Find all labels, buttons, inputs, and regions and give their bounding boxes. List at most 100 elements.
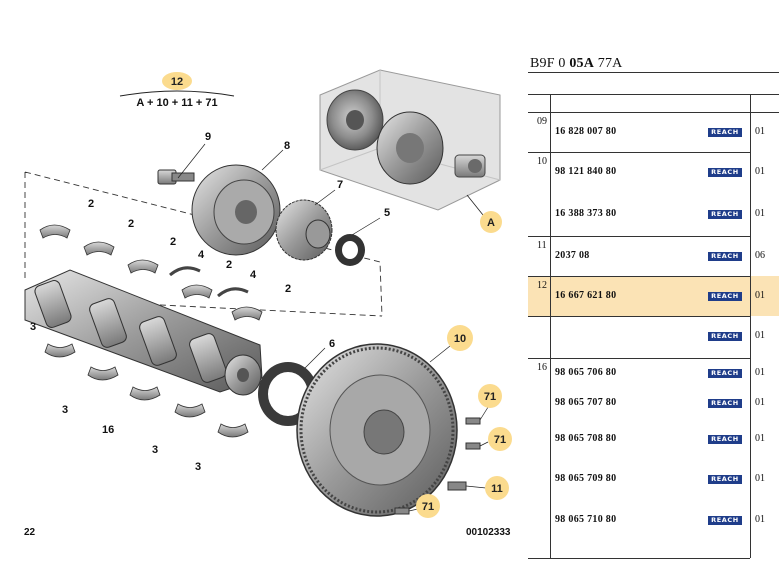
- callout-71: 71: [484, 391, 496, 403]
- group-number: 10: [537, 156, 547, 167]
- front-oil-seal: [335, 234, 365, 266]
- part-number: 98 065 710 80: [555, 514, 617, 525]
- callout-2: 2: [128, 218, 134, 230]
- quantity: 01: [755, 397, 765, 408]
- table-rule: [528, 112, 779, 113]
- table-rule: [750, 94, 751, 558]
- quantity: 06: [755, 250, 765, 261]
- page-number: 22: [24, 527, 36, 538]
- callout-8: 8: [284, 140, 290, 152]
- callout-3: 3: [30, 321, 36, 333]
- reach-badge-icon: REACH: [708, 168, 742, 177]
- table-rule: [528, 152, 750, 153]
- quantity: 01: [755, 367, 765, 378]
- main-bearing-shells-lower: [44, 343, 249, 438]
- reach-badge-icon: REACH: [708, 516, 742, 525]
- part-number: 98 065 706 80: [555, 367, 617, 378]
- parts-row[interactable]: REACH 01: [528, 316, 779, 356]
- quantity: 01: [755, 514, 765, 525]
- parts-row[interactable]: 98 065 708 80 REACH 01: [528, 418, 779, 460]
- callout-16: 16: [102, 424, 114, 436]
- part-number: 98 065 707 80: [555, 397, 617, 408]
- quantity: 01: [755, 126, 765, 137]
- reach-badge-icon: REACH: [708, 210, 742, 219]
- dual-mass-flywheel: [296, 343, 458, 517]
- reach-badge-icon: REACH: [708, 252, 742, 261]
- quantity: 01: [755, 208, 765, 219]
- figure-code: 00102333: [466, 527, 511, 538]
- crankshaft: [24, 269, 263, 396]
- part-number: 2037 08: [555, 250, 590, 261]
- reference-code: B9F 0 05A 77A: [530, 56, 623, 71]
- group-number: 09: [537, 116, 547, 127]
- damper-pulley: [191, 164, 281, 256]
- parts-row[interactable]: 16 98 065 706 80 REACH 01: [528, 358, 779, 388]
- thrust-washers: [169, 266, 249, 298]
- callout-71: 71: [494, 434, 506, 446]
- part-number: 16 667 621 80: [555, 290, 617, 301]
- callout-2: 2: [170, 236, 176, 248]
- timing-sprocket: [275, 199, 333, 261]
- reach-badge-icon: REACH: [708, 399, 742, 408]
- parts-table: B9F 0 05A 77A 09 16 828 007 80 REACH 01 10 98…: [528, 50, 779, 562]
- callout-3: 3: [152, 444, 158, 456]
- part-number: 98 065 709 80: [555, 473, 617, 484]
- formula-text: A + 10 + 11 + 71: [136, 97, 217, 109]
- crankshaft-bolt: [157, 169, 195, 185]
- group-number: 11: [537, 240, 547, 251]
- part-number: 16 828 007 80: [555, 126, 617, 137]
- quantity: 01: [755, 166, 765, 177]
- quantity: 01: [755, 473, 765, 484]
- quantity: 01: [755, 290, 765, 301]
- reach-badge-icon: REACH: [708, 292, 742, 301]
- table-rule: [528, 358, 750, 359]
- parts-row[interactable]: 98 065 707 80 REACH 01: [528, 388, 779, 418]
- callout-6: 6: [329, 338, 335, 350]
- parts-row[interactable]: 12 16 667 621 80 REACH 01: [528, 276, 779, 316]
- callout-4: 4: [250, 269, 257, 281]
- callout-10: 10: [454, 333, 466, 345]
- table-rule: [528, 558, 750, 559]
- parts-row[interactable]: 98 065 710 80 REACH 01: [528, 498, 779, 542]
- callout-4: 4: [198, 249, 205, 261]
- table-rule: [550, 94, 551, 558]
- callout-11: 11: [491, 483, 503, 495]
- callout-2: 2: [285, 283, 291, 295]
- kit-formula: 12 A + 10 + 11 + 71: [119, 72, 235, 109]
- callout-5: 5: [384, 207, 390, 219]
- group-number: 12: [537, 280, 547, 291]
- reach-badge-icon: REACH: [708, 332, 742, 341]
- parts-row[interactable]: 16 388 373 80 REACH 01: [528, 192, 779, 236]
- callout-2: 2: [226, 259, 232, 271]
- table-rule: [528, 94, 779, 95]
- callout-7: 7: [337, 179, 343, 191]
- callout-3: 3: [195, 461, 201, 473]
- table-rule: [528, 236, 750, 237]
- callout-2: 2: [88, 198, 94, 210]
- table-rule: [528, 276, 750, 277]
- callout-71: 71: [422, 501, 434, 513]
- parts-row[interactable]: 09 16 828 007 80 REACH 01: [528, 112, 779, 152]
- parts-row[interactable]: 11 2037 08 REACH 06: [528, 236, 779, 276]
- part-number: 98 065 708 80: [555, 433, 617, 444]
- parts-row[interactable]: 10 98 121 840 80 REACH 01: [528, 152, 779, 192]
- table-rule: [528, 316, 750, 317]
- exploded-parts-diagram: 12 A + 10 + 11 + 71 A: [24, 69, 512, 518]
- part-number: 98 121 840 80: [555, 166, 617, 177]
- group-number: 16: [537, 362, 547, 373]
- reach-badge-icon: REACH: [708, 369, 742, 378]
- parts-row[interactable]: 98 065 709 80 REACH 01: [528, 460, 779, 498]
- reach-badge-icon: REACH: [708, 475, 742, 484]
- callout-A: A: [487, 217, 495, 229]
- reach-badge-icon: REACH: [708, 435, 742, 444]
- clutch-kit-inset: A: [319, 69, 502, 233]
- quantity: 01: [755, 330, 765, 341]
- quantity: 01: [755, 433, 765, 444]
- main-bearing-shells-upper: [39, 224, 263, 321]
- callout-9: 9: [205, 131, 211, 143]
- reach-badge-icon: REACH: [708, 128, 742, 137]
- callout-3: 3: [62, 404, 68, 416]
- formula-number: 12: [171, 76, 183, 88]
- part-number: 16 388 373 80: [555, 208, 617, 219]
- table-rule: [528, 72, 779, 73]
